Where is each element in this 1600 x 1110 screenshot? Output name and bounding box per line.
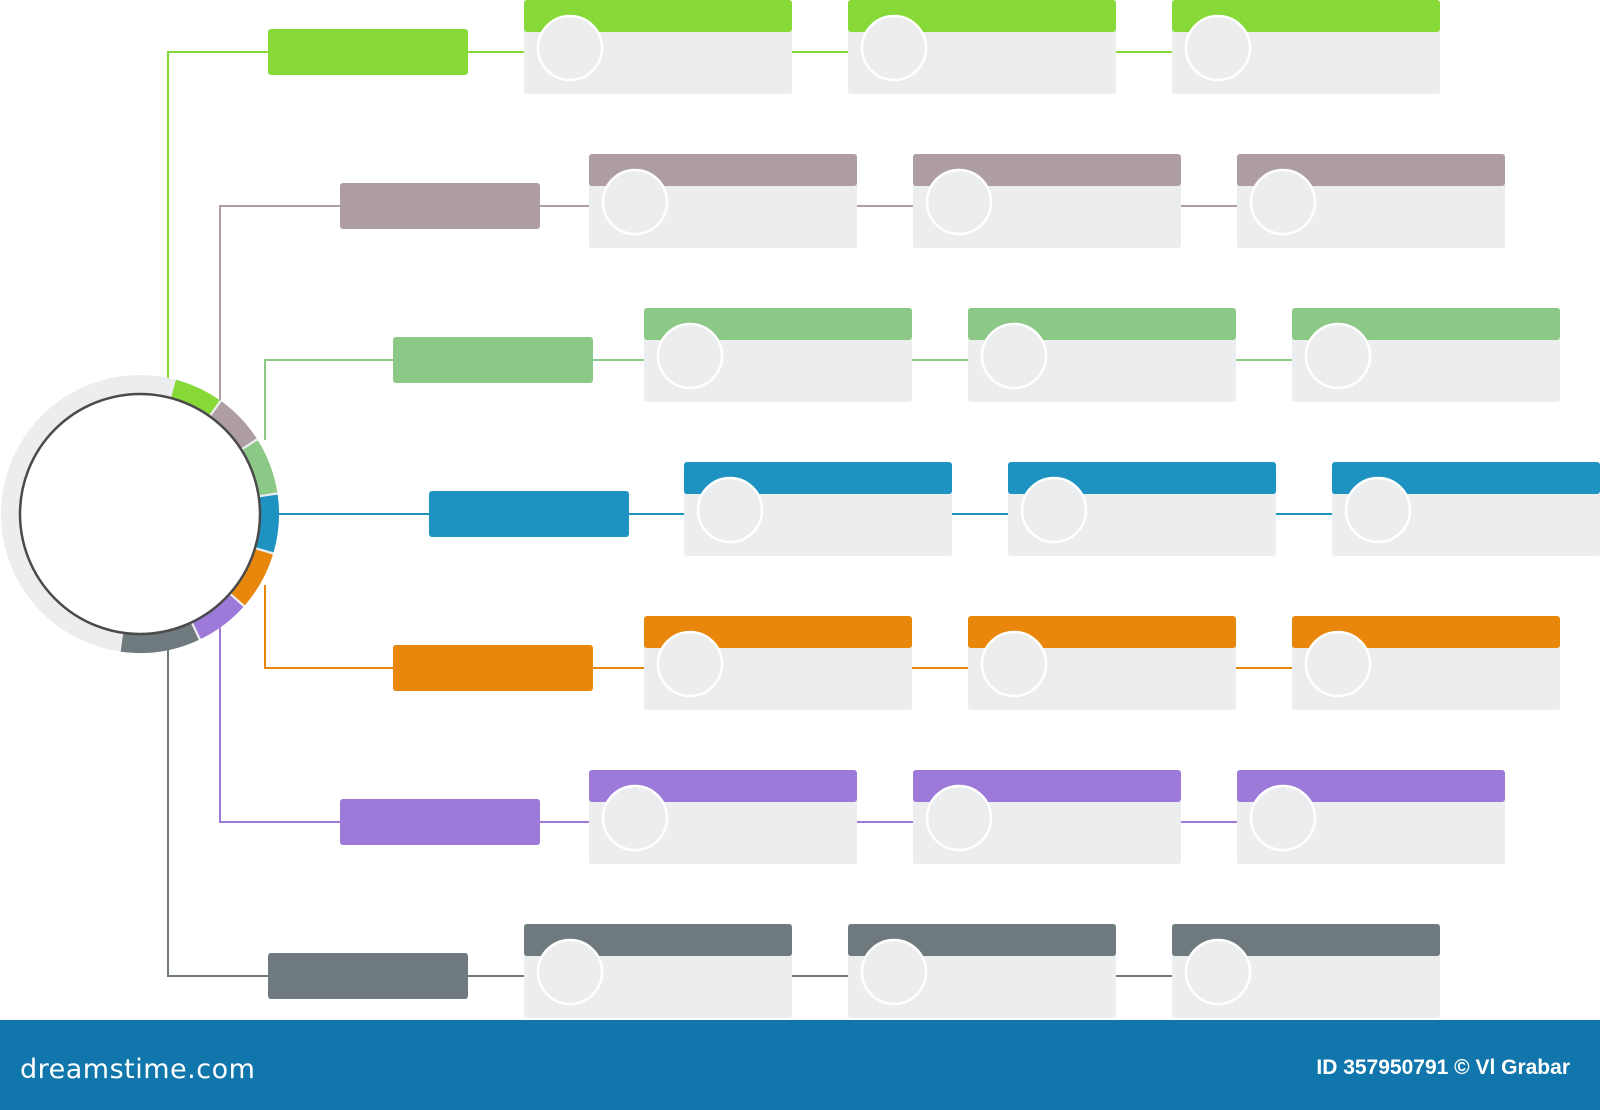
step-card-icon-circle [1304, 630, 1372, 698]
step-card [968, 616, 1236, 710]
step-card-icon-circle [1249, 168, 1317, 236]
hub-segment-purple [191, 593, 244, 639]
branch-connector-slate [167, 650, 268, 977]
step-card-icon-circle [980, 322, 1048, 390]
branch-connector-sage [264, 359, 393, 440]
step-card [684, 462, 952, 556]
step-card [968, 308, 1236, 402]
hub-segment-sage [240, 440, 278, 496]
step-card [1008, 462, 1276, 556]
step-card [1237, 154, 1505, 248]
branch-green [268, 0, 1440, 94]
step-card-icon-circle [1249, 784, 1317, 852]
branch-connector-orange [264, 585, 393, 669]
step-card [589, 154, 857, 248]
step-card-icon-circle [536, 14, 604, 82]
step-card-icon-circle [860, 14, 928, 82]
branch-connector-green [167, 51, 268, 380]
step-card [913, 154, 1181, 248]
hub-segment-mauve [209, 401, 257, 450]
step-card-icon-circle [601, 784, 669, 852]
step-card-icon-circle [656, 322, 724, 390]
branch-label-box-mauve [340, 183, 540, 229]
branch-mauve [340, 154, 1505, 248]
branch-sage [393, 308, 1560, 402]
branch-orange [393, 616, 1560, 710]
hub-segment-slate [120, 621, 199, 653]
flowchart-diagram [1, 0, 1600, 1018]
hub-circle [18, 392, 262, 636]
hub-segment-blue [254, 494, 279, 553]
step-card-icon-circle [1184, 938, 1252, 1006]
step-card [1172, 924, 1440, 1018]
step-card-icon-circle [1304, 322, 1372, 390]
branch-connector-purple [219, 625, 340, 823]
step-card [589, 770, 857, 864]
step-card-icon-circle [1184, 14, 1252, 82]
step-card-icon-circle [860, 938, 928, 1006]
step-card [644, 308, 912, 402]
hub-segment-orange [229, 548, 273, 606]
step-card-icon-circle [1020, 476, 1088, 544]
branch-blue [429, 462, 1600, 556]
branch-label-box-purple [340, 799, 540, 845]
branch-label-box-orange [393, 645, 593, 691]
step-card [1237, 770, 1505, 864]
branch-label-box-green [268, 29, 468, 75]
step-card-icon-circle [925, 168, 993, 236]
step-card [1292, 616, 1560, 710]
branch-connector-mauve [219, 205, 340, 410]
stock-brand-text: dreamstime.com [20, 1054, 256, 1085]
step-card-icon-circle [696, 476, 764, 544]
step-card [524, 0, 792, 94]
branch-purple [340, 770, 1505, 864]
step-card [524, 924, 792, 1018]
step-card [644, 616, 912, 710]
step-card [1292, 308, 1560, 402]
step-card [848, 0, 1116, 94]
step-card [913, 770, 1181, 864]
hub-segment-green [170, 379, 220, 417]
step-card-icon-circle [1344, 476, 1412, 544]
step-card-icon-circle [656, 630, 724, 698]
stock-footer-bar: dreamstime.com ID 357950791 © Vl Grabar [0, 1020, 1600, 1110]
branch-label-box-sage [393, 337, 593, 383]
step-card-icon-circle [925, 784, 993, 852]
step-card [1332, 462, 1600, 556]
step-card-icon-circle [980, 630, 1048, 698]
branch-label-box-slate [268, 953, 468, 999]
branch-slate [268, 924, 1440, 1018]
branch-label-box-blue [429, 491, 629, 537]
step-card-icon-circle [536, 938, 604, 1006]
image-credit-text: ID 357950791 © Vl Grabar [1316, 1056, 1570, 1079]
step-card [848, 924, 1116, 1018]
step-card [1172, 0, 1440, 94]
step-card-icon-circle [601, 168, 669, 236]
